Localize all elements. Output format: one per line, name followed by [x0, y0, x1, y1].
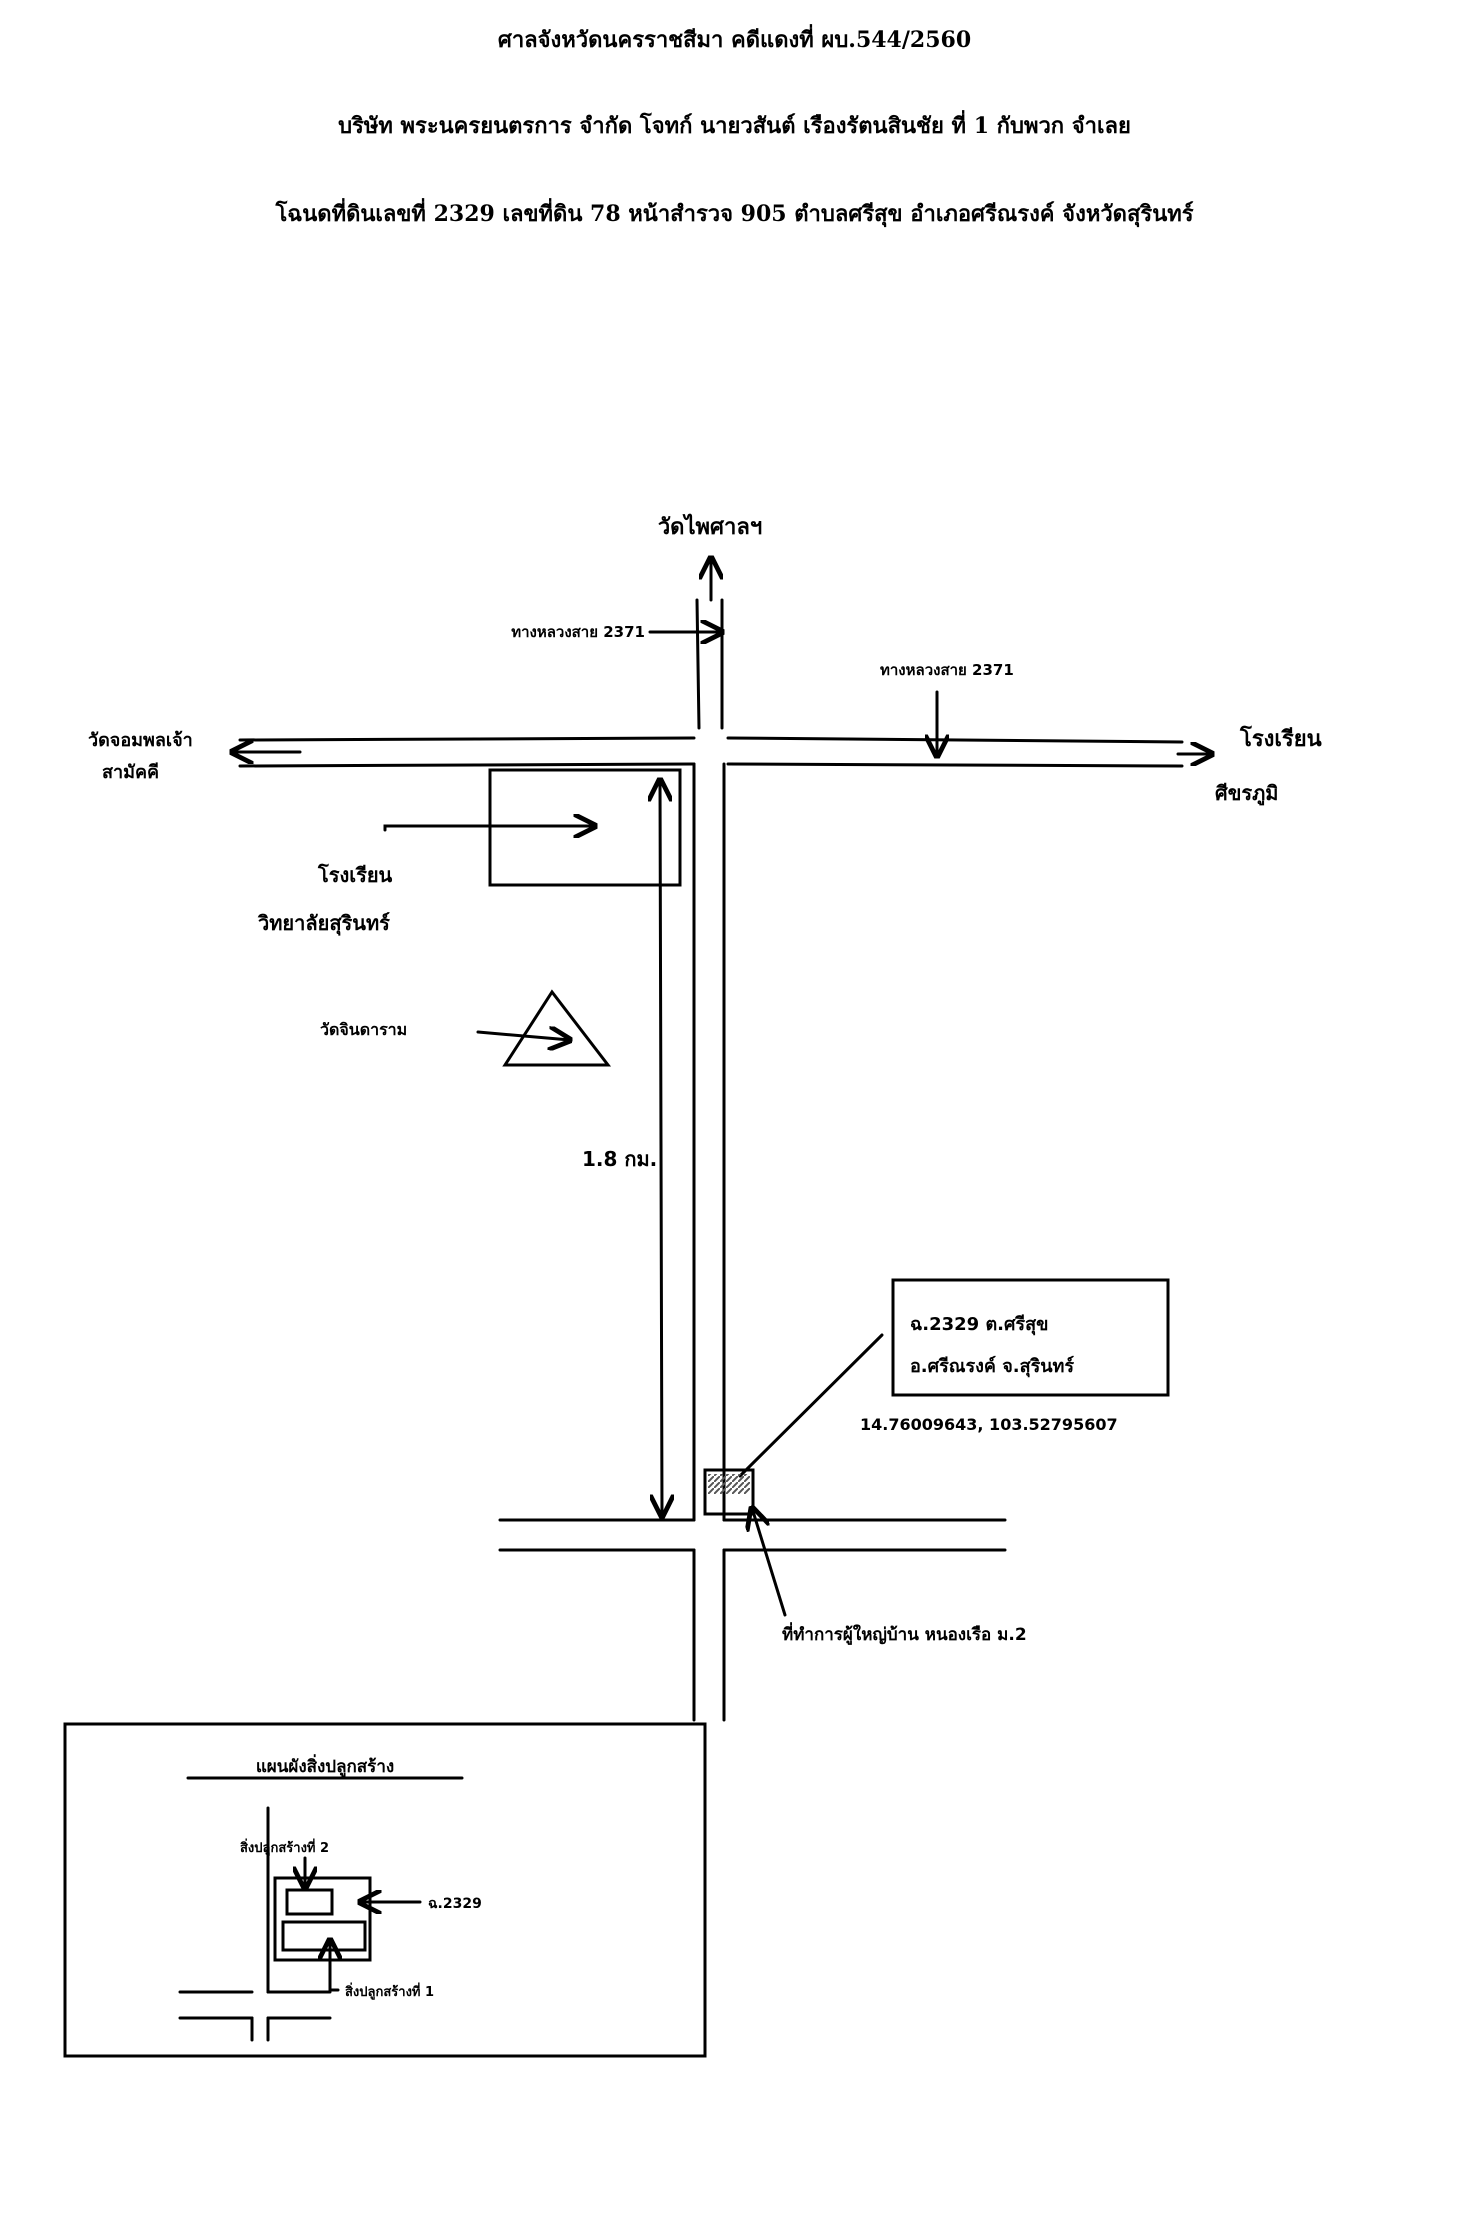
inset-building-2 — [285, 1888, 334, 1916]
school-label-line2: วิทยาลัยสุรินทร์ — [257, 911, 390, 936]
distance-line — [660, 780, 662, 1516]
parcel-label-line1: ฉ.2329 ต.ศรีสุข — [910, 1314, 1048, 1336]
parcel-label-line2: อ.ศรีณรงค์ จ.สุรินทร์ — [910, 1355, 1074, 1378]
north-road-left-edge — [695, 598, 701, 730]
distance-label: 1.8 กม. — [582, 1147, 657, 1171]
school-pointer — [383, 826, 595, 830]
north-destination-label: วัดไพศาลฯ — [658, 513, 762, 540]
school-label-line1: โรงเรียน — [317, 863, 393, 887]
east-destination-line2: ศีขรภูมิ — [1215, 781, 1278, 807]
parcel-hatch — [708, 1474, 750, 1494]
west-destination-line2: สามัคคี — [102, 762, 159, 783]
court-case-title: ศาลจังหวัดนครราชสีมา คดีแดงที่ ผบ.544/25… — [497, 27, 972, 53]
east-destination-line1: โรงเรียน — [1239, 725, 1322, 752]
inset-building1-label: สิ่งปลูกสร้างที่ 1 — [345, 1982, 434, 2000]
inset-building2-label: สิ่งปลูกสร้างที่ 2 — [240, 1838, 329, 1856]
title-deed-line: โฉนดที่ดินเลขที่ 2329 เลขที่ดิน 78 หน้าส… — [275, 201, 1194, 227]
parcel-info-box — [891, 1278, 1170, 1397]
temple-label: วัดจินดาราม — [320, 1020, 407, 1039]
parties-line: บริษัท พระนครยนตรการ จำกัด โจทก์ นายวสัน… — [338, 113, 1131, 139]
village-office-label: ที่ทำการผู้ใหญ่บ้าน หนองเรือ ม.2 — [782, 1622, 1027, 1646]
inset-parcel-label: ฉ.2329 — [428, 1896, 482, 1912]
inset-building-1 — [281, 1920, 367, 1952]
highway-bottom-edge — [238, 762, 1184, 768]
highway-top-edge — [238, 736, 1184, 744]
office-pointer — [752, 1508, 787, 1617]
temple-pointer — [476, 1032, 570, 1040]
parcel-coordinates: 14.76009643, 103.52795607 — [860, 1415, 1118, 1434]
highway-label-left: ทางหลวงสาย 2371 — [511, 623, 645, 641]
parcel-box — [703, 1468, 755, 1516]
parcel-label-pointer — [738, 1333, 884, 1478]
west-destination-line1: วัดจอมพลเจ้า — [88, 730, 193, 751]
inset-title: แผนผังสิ่งปลูกสร้าง — [256, 1754, 394, 1778]
highway-label-right: ทางหลวงสาย 2371 — [880, 661, 1014, 679]
temple-triangle — [502, 989, 612, 1067]
inset-building1-pointer — [330, 1940, 338, 1992]
inset-frame — [63, 1722, 707, 2058]
